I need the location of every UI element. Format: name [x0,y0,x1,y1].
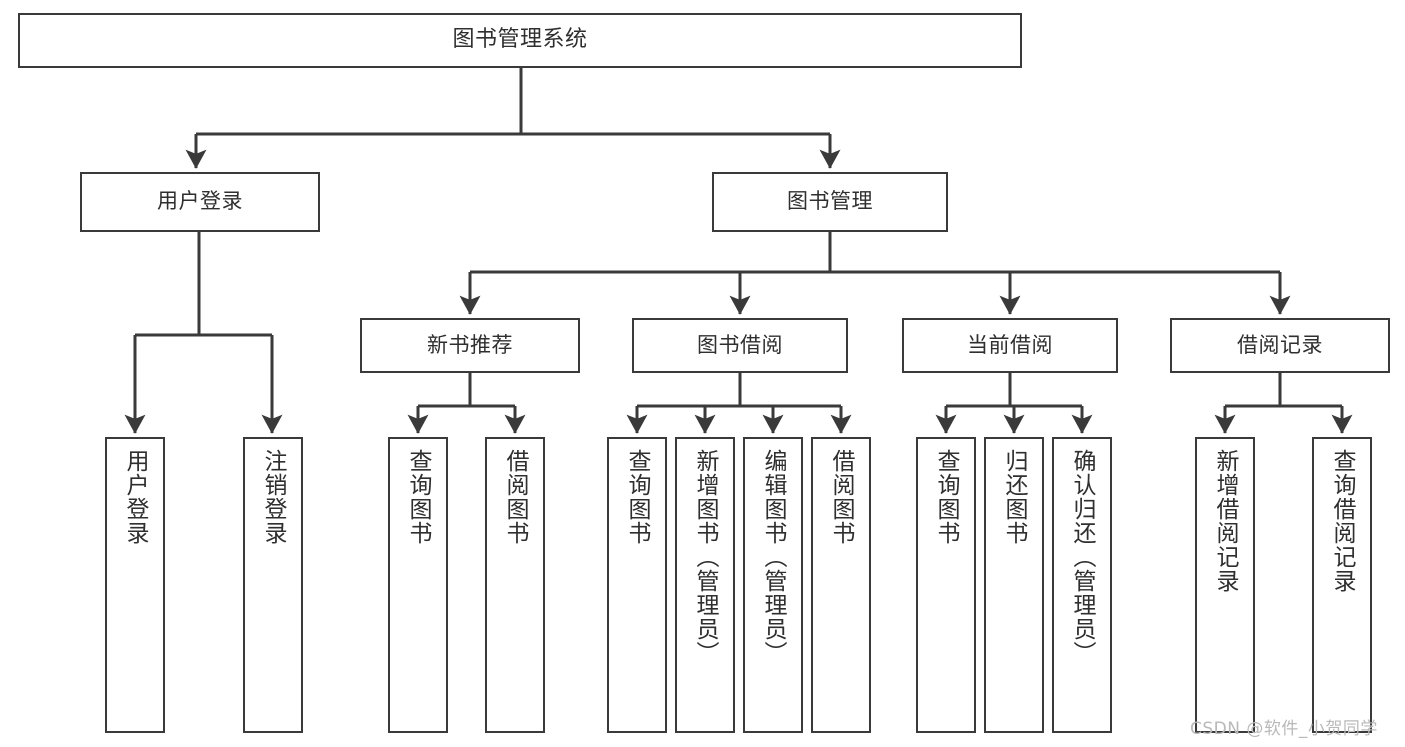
node-leaf-confirm-return-admin[interactable]: 确认归还（管理员） [1052,437,1112,733]
node-leaf-query-borrow-record[interactable]: 查询借阅记录 [1312,437,1372,733]
node-leaf-edit-book-admin[interactable]: 编辑图书（管理员） [743,437,803,733]
node-book-borrow[interactable]: 图书借阅 [632,318,848,373]
node-book-manage[interactable]: 图书管理 [712,172,948,232]
node-leaf-query-book-3[interactable]: 查询图书 [916,437,976,733]
node-label: 借阅记录 [1237,332,1323,357]
node-leaf-add-borrow-record[interactable]: 新增借阅记录 [1195,437,1255,733]
node-leaf-return-book[interactable]: 归还图书 [984,437,1044,733]
node-leaf-borrow-book-2[interactable]: 借阅图书 [811,437,871,733]
node-label: 新增借阅记录 [1212,449,1239,593]
node-label: 注销登录 [260,449,287,545]
node-leaf-user-login[interactable]: 用户登录 [105,437,165,733]
node-label: 借阅图书 [828,449,855,545]
node-borrow-record[interactable]: 借阅记录 [1170,318,1390,373]
node-label: 查询借阅记录 [1329,449,1356,593]
node-label: 图书借阅 [697,332,783,357]
node-label: 编辑图书（管理员） [760,449,787,665]
node-leaf-logout-login[interactable]: 注销登录 [243,437,303,733]
node-label: 确认归还（管理员） [1069,449,1096,665]
node-new-book-recommend[interactable]: 新书推荐 [360,318,580,373]
node-label: 查询图书 [933,449,960,545]
node-leaf-query-book-2[interactable]: 查询图书 [607,437,667,733]
node-root-system[interactable]: 图书管理系统 [18,13,1022,68]
node-label: 查询图书 [624,449,651,545]
node-label: 图书管理 [787,189,873,214]
node-label: 新增图书（管理员） [692,449,719,665]
node-user-login[interactable]: 用户登录 [80,172,320,232]
node-current-borrow[interactable]: 当前借阅 [902,318,1118,373]
node-label: 新书推荐 [427,332,513,357]
node-leaf-borrow-book-1[interactable]: 借阅图书 [485,437,545,733]
node-label: 图书管理系统 [452,27,588,53]
node-label: 用户登录 [122,449,149,545]
node-leaf-query-book-1[interactable]: 查询图书 [388,437,448,733]
node-label: 归还图书 [1001,449,1028,545]
node-leaf-add-book-admin[interactable]: 新增图书（管理员） [675,437,735,733]
node-label: 查询图书 [405,449,432,545]
node-label: 当前借阅 [967,332,1053,357]
node-label: 用户登录 [157,189,243,214]
node-label: 借阅图书 [502,449,529,545]
